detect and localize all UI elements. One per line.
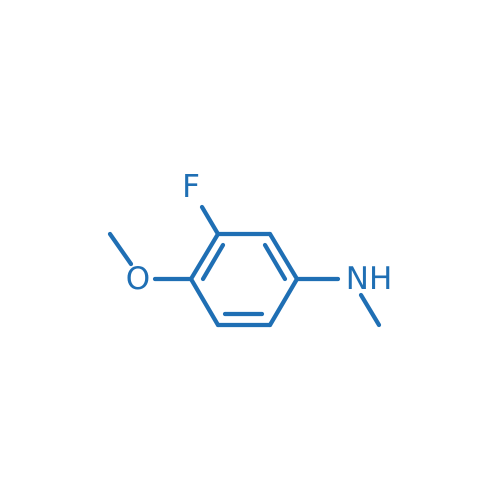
bond-ring-c6-c1 bbox=[188, 231, 221, 282]
bond-oxygen-methyl bbox=[107, 231, 134, 267]
atom-label-fluorine: F bbox=[182, 169, 200, 205]
bond-ring-c2-c3 bbox=[267, 231, 300, 282]
bond-nitrogen-methyl bbox=[358, 292, 382, 328]
bond-ring-c3-c4 bbox=[267, 276, 300, 328]
atom-labels: F O NH bbox=[126, 169, 392, 297]
bond-lines bbox=[107, 204, 382, 328]
bond-ring-inner-c2-c3 bbox=[262, 242, 288, 282]
bond-ring-c5-c6 bbox=[188, 276, 221, 328]
atom-label-nitrogen: NH bbox=[346, 261, 393, 297]
bond-c1-fluorine bbox=[199, 204, 221, 237]
atom-label-oxygen: O bbox=[126, 261, 150, 297]
bond-ring-inner-c6-c1 bbox=[200, 242, 226, 282]
